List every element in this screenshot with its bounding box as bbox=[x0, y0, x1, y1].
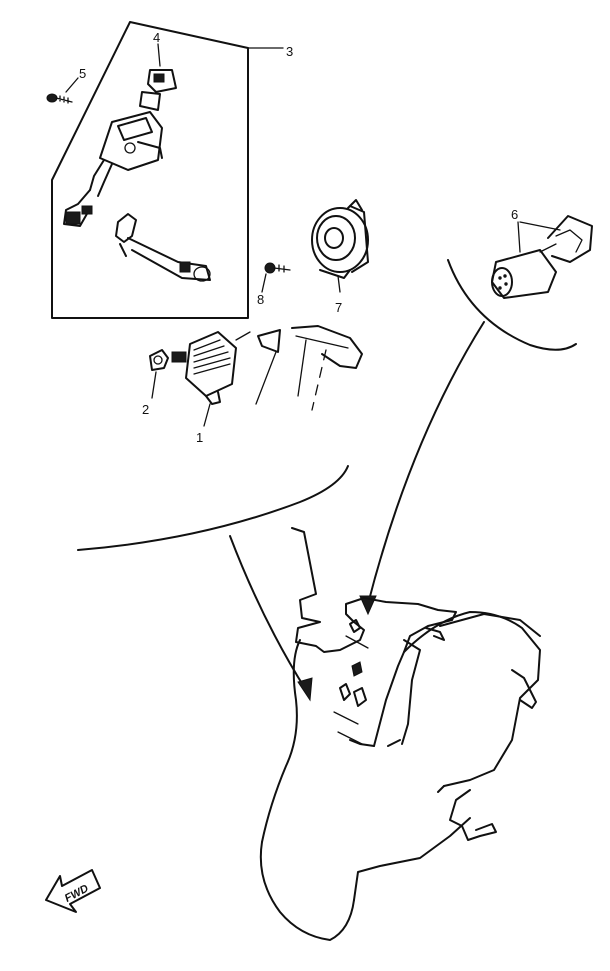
callout-6-leader-b bbox=[519, 221, 561, 231]
callout-label-6: 6 bbox=[511, 207, 518, 222]
callout-label-5: 5 bbox=[79, 66, 86, 81]
callout-4-leader bbox=[157, 43, 161, 67]
screw-part-5 bbox=[46, 77, 79, 104]
mounting-bracket bbox=[255, 325, 363, 411]
flasher-relay-part bbox=[447, 215, 593, 351]
screw-part-8 bbox=[261, 262, 291, 293]
callout-label-4: 4 bbox=[153, 30, 160, 45]
callout-2-leader bbox=[151, 371, 157, 399]
bolt-part-2 bbox=[149, 349, 169, 399]
fwd-arrow-icon: FWD bbox=[45, 869, 101, 913]
detail-bubble-left bbox=[77, 465, 349, 551]
key-cap-part bbox=[139, 43, 177, 111]
seat-lock-lever bbox=[115, 213, 211, 282]
leader-arrow-left bbox=[229, 535, 313, 702]
callout-label-8: 8 bbox=[257, 292, 264, 307]
callout-label-2: 2 bbox=[142, 402, 149, 417]
callout-6-leader-a bbox=[517, 221, 521, 253]
callout-label-7: 7 bbox=[335, 300, 342, 315]
callout-5-leader bbox=[65, 77, 79, 93]
callout-label-1: 1 bbox=[196, 430, 203, 445]
main-switch-group-box bbox=[51, 21, 284, 319]
scooter-outline bbox=[259, 527, 541, 941]
rectifier-regulator-part bbox=[171, 331, 251, 427]
leader-arrow-right bbox=[359, 321, 485, 616]
main-switch-body bbox=[63, 111, 163, 227]
callout-label-3: 3 bbox=[286, 44, 293, 59]
callout-8-leader bbox=[261, 273, 267, 293]
horn-part bbox=[311, 199, 369, 293]
callout-7-leader bbox=[337, 275, 341, 293]
detail-bubble-right bbox=[447, 259, 577, 351]
callout-1-leader bbox=[203, 403, 211, 427]
